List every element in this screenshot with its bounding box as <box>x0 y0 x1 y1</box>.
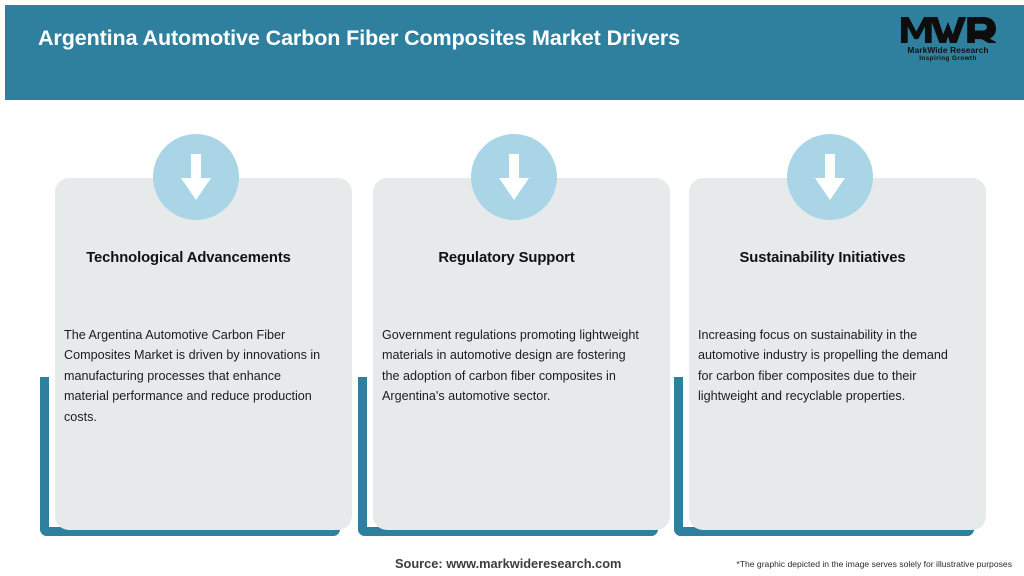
card-panel <box>373 178 670 530</box>
logo-tagline: Inspiring Growth <box>919 54 977 62</box>
card-description: The Argentina Automotive Carbon Fiber Co… <box>64 328 321 424</box>
down-arrow-icon <box>153 134 239 220</box>
down-arrow-icon <box>787 134 873 220</box>
card-title: Sustainability Initiatives <box>739 250 906 266</box>
page-title: Argentina Automotive Carbon Fiber Compos… <box>38 26 681 50</box>
footer-disclaimer: *The graphic depicted in the image serve… <box>736 559 1012 569</box>
card-description: Increasing focus on sustainability in th… <box>698 328 948 404</box>
logo-company-name: MarkWide Research <box>907 45 989 55</box>
card-description: Government regulations promoting lightwe… <box>382 328 639 404</box>
drivers-card-row: Technological Advancements The Argentina… <box>0 100 1024 540</box>
card-title: Regulatory Support <box>438 250 575 266</box>
down-arrow-icon <box>471 134 557 220</box>
driver-card-1[interactable]: Technological Advancements The Argentina… <box>40 100 352 540</box>
header-band: Argentina Automotive Carbon Fiber Compos… <box>5 5 1024 100</box>
card-title: Technological Advancements <box>86 250 291 266</box>
footer-source-link[interactable]: Source: www.markwideresearch.com <box>395 556 622 571</box>
card-panel <box>689 178 986 530</box>
card-panel <box>55 178 352 530</box>
driver-card-2[interactable]: Regulatory Support Government regulation… <box>358 100 670 540</box>
brand-logo: MarkWide Research Inspiring Growth <box>894 15 1002 67</box>
driver-card-3[interactable]: Sustainability Initiatives Increasing fo… <box>674 100 986 540</box>
mwr-monogram-icon <box>900 17 996 43</box>
